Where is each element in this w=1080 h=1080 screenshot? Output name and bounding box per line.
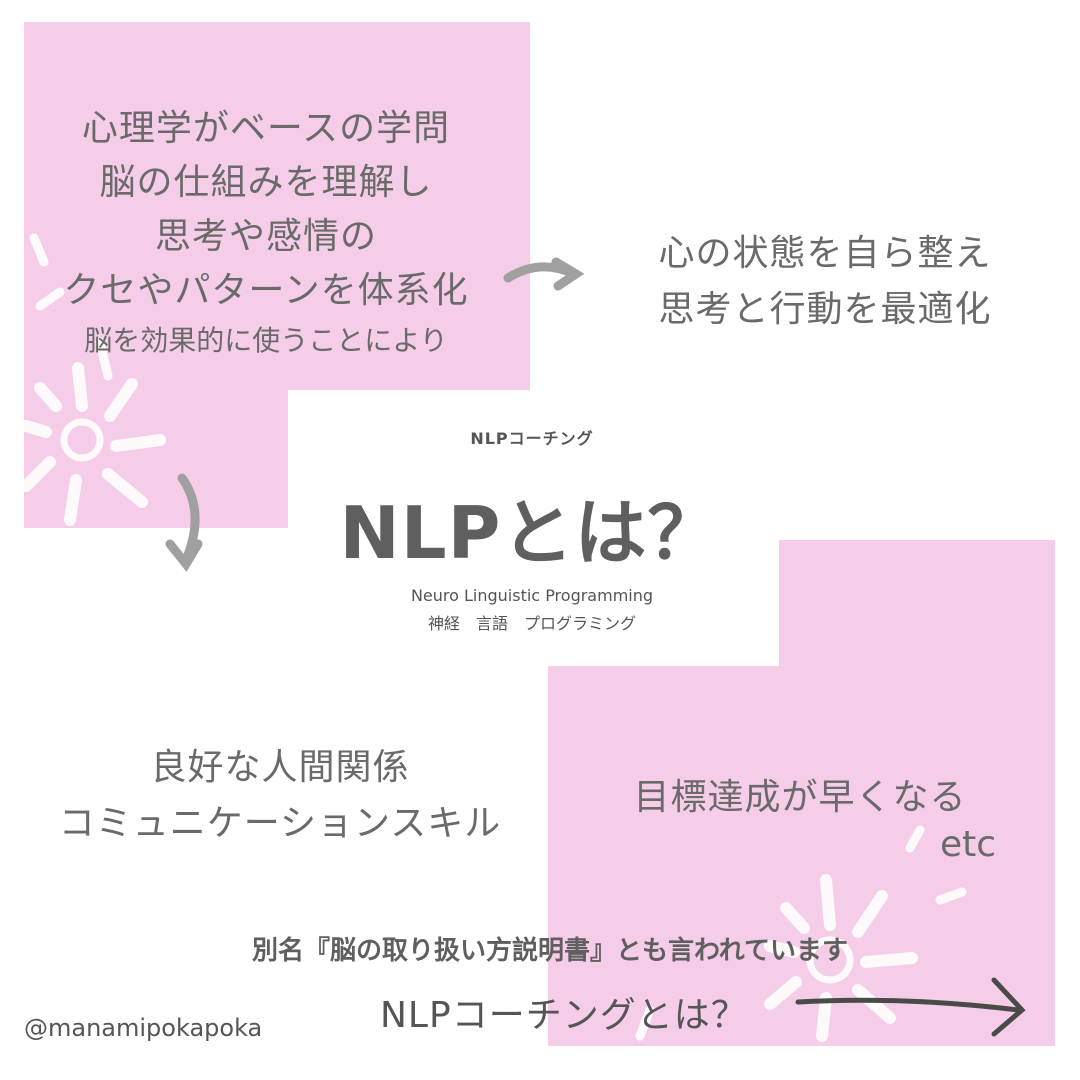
etc-text: etc <box>940 824 997 865</box>
top-left-small-line: 脳を効果的に使うことにより <box>84 324 448 357</box>
top-left-line-1: 心理学がベースの学問 <box>81 108 451 149</box>
pink-block-right-top <box>779 540 1055 666</box>
top-left-line-4: クセやパターンを体系化 <box>63 270 469 311</box>
bottom-left-text-block: 良好な人間関係 コミュニケーションスキル <box>20 740 540 852</box>
top-right-line-1: 心の状態を自ら整え <box>658 233 992 274</box>
long-arrow-right-icon <box>795 977 1026 1037</box>
subtitle: NLPコーチング <box>470 429 594 448</box>
cta-link[interactable]: NLPコーチングとは？ <box>380 995 748 1036</box>
japanese-expansion: 神経 言語 プログラミング <box>427 614 636 633</box>
account-handle: @manamipokapoka <box>24 1014 263 1042</box>
top-left-line-3: 思考や感情の <box>154 216 377 257</box>
goal-text: 目標達成が早くなる <box>633 777 967 818</box>
sparkle-burst-icon <box>635 825 967 1042</box>
bottom-left-line-2: コミュニケーションスキル <box>58 803 502 844</box>
top-right-line-2: 思考と行動を最適化 <box>658 289 992 330</box>
alias-text: 別名『脳の取り扱い方説明書』とも言われています <box>252 936 848 966</box>
top-left-line-2: 脳の仕組みを理解し <box>99 162 433 203</box>
sparkle-burst-icon <box>20 233 166 526</box>
curved-arrow-right-icon <box>503 257 585 291</box>
top-left-text-block: 心理学がベースの学問 脳の仕組みを理解し 思考や感情の クセやパターンを体系化 … <box>24 102 508 364</box>
english-expansion: Neuro Linguistic Programming <box>410 586 654 605</box>
top-right-text-block: 心の状態を自ら整え 思考と行動を最適化 <box>610 226 1040 338</box>
main-title: NLPとは？ <box>339 491 721 575</box>
bottom-left-line-1: 良好な人間関係 <box>150 747 410 788</box>
pink-block-top-left <box>24 22 530 390</box>
curved-arrow-down-icon <box>165 473 203 572</box>
